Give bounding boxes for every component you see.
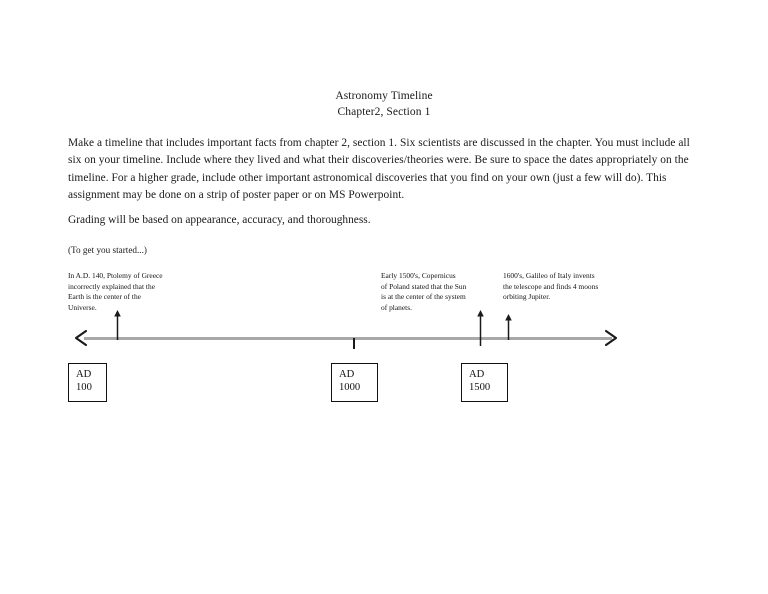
date-box-year: 1500 [469, 382, 491, 394]
axis-tick-mark [353, 338, 355, 349]
annotation-ptolemy-line-1: In A.D. 140, Ptolemy of Greece [68, 271, 163, 280]
axis-arrow-left-icon [74, 329, 88, 347]
event-arrow-galileo-icon [504, 314, 513, 340]
annotation-galileo: 1600's, Galileo of Italy invents the tel… [503, 271, 638, 303]
event-arrow-copernicus-icon [476, 310, 485, 346]
date-box-ad-100: AD 100 [68, 363, 107, 402]
annotation-ptolemy-line-3: Earth is the center of the [68, 292, 141, 302]
annotation-copernicus-line-1: Early 1500's, Copernicus [381, 271, 456, 280]
annotation-copernicus: Early 1500's, Copernicus of Poland state… [381, 271, 506, 313]
annotation-copernicus-line-4: of planets. [381, 302, 413, 312]
annotation-ptolemy: In A.D. 140, Ptolemy of Greece incorrect… [68, 271, 228, 313]
document-subtitle: Chapter2, Section 1 [337, 106, 431, 118]
annotation-copernicus-line-2: of Poland stated that the Sun [381, 281, 467, 291]
date-box-ad-1000: AD 1000 [331, 363, 378, 402]
date-box-era: AD [469, 369, 485, 380]
event-arrow-ptolemy-icon [113, 310, 122, 340]
document-title: Astronomy Timeline [335, 90, 433, 102]
axis-arrow-right-icon [604, 329, 618, 347]
annotation-copernicus-line-3: is at the center of the system [381, 292, 466, 302]
annotation-galileo-line-3: orbiting Jupiter. [503, 292, 551, 302]
get-started-note: (To get you started...) [68, 245, 147, 255]
date-box-era: AD [339, 369, 355, 380]
date-box-year: 1000 [339, 382, 361, 394]
assignment-instructions: Make a timeline that includes important … [68, 137, 690, 202]
annotation-ptolemy-line-2: incorrectly explained that the [68, 281, 155, 291]
annotation-ptolemy-line-4: Universe. [68, 302, 97, 312]
annotation-galileo-line-2: the telescope and finds 4 moons [503, 281, 599, 291]
annotation-galileo-line-1: 1600's, Galileo of Italy invents [503, 271, 595, 280]
timeline-axis-line [84, 337, 612, 340]
date-box-era: AD [76, 369, 92, 380]
date-box-year: 100 [76, 382, 92, 394]
date-box-ad-1500: AD 1500 [461, 363, 508, 402]
grading-statement: Grading will be based on appearance, acc… [68, 214, 371, 226]
